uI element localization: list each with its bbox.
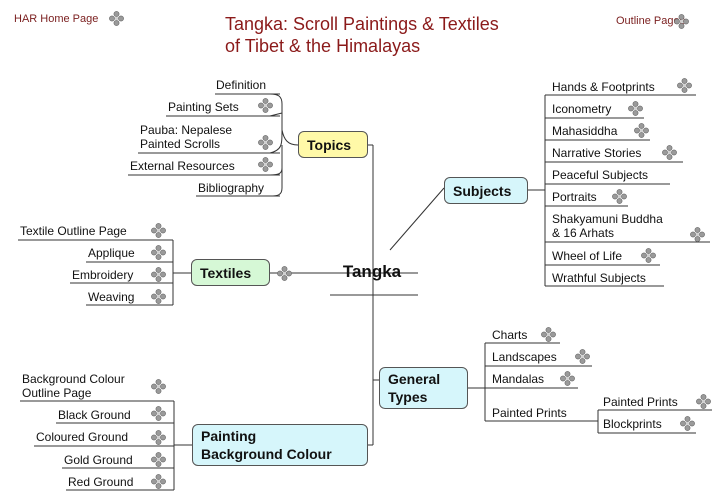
title-line-2: of Tibet & the Himalayas xyxy=(225,36,421,56)
topic-bibliography[interactable]: Bibliography xyxy=(198,181,265,195)
topics-label: Topics xyxy=(307,136,352,153)
expand-link-icon[interactable] xyxy=(151,379,166,394)
subject-wrathful[interactable]: Wrathful Subjects xyxy=(552,271,646,285)
expand-link-icon[interactable] xyxy=(696,394,711,409)
expand-link-icon[interactable] xyxy=(680,416,695,431)
bg-outline-line2[interactable]: Outline Page xyxy=(22,386,92,400)
type-blockprints[interactable]: Blockprints xyxy=(603,417,662,431)
type-painted-prints-sub[interactable]: Painted Prints xyxy=(603,395,678,409)
outline-pages-link[interactable]: Outline Pages xyxy=(616,15,686,27)
expand-link-icon[interactable] xyxy=(151,245,166,260)
subject-mahasiddha[interactable]: Mahasiddha xyxy=(552,124,618,138)
type-charts[interactable]: Charts xyxy=(492,328,528,342)
subject-narrative-stories[interactable]: Narrative Stories xyxy=(552,146,642,160)
bg-outline-line1[interactable]: Background Colour xyxy=(22,372,125,386)
expand-link-icon[interactable] xyxy=(277,266,292,281)
topic-external-resources[interactable]: External Resources xyxy=(130,159,235,173)
subject-shakyamuni-line1[interactable]: Shakyamuni Buddha xyxy=(552,212,663,226)
expand-link-icon[interactable] xyxy=(258,98,273,113)
expand-link-icon[interactable] xyxy=(641,248,656,263)
bg-gold-ground[interactable]: Gold Ground xyxy=(64,453,133,467)
expand-link-icon[interactable] xyxy=(151,452,166,467)
expand-link-icon[interactable] xyxy=(541,327,556,342)
expand-link-icon[interactable] xyxy=(575,349,590,364)
expand-link-icon[interactable] xyxy=(151,474,166,489)
subjects-node[interactable]: Subjects xyxy=(444,177,528,204)
type-landscapes[interactable]: Landscapes xyxy=(492,350,557,364)
bg-black-ground[interactable]: Black Ground xyxy=(58,408,131,422)
expand-link-icon[interactable] xyxy=(258,157,273,172)
title-line-1: Tangka: Scroll Paintings & Textiles xyxy=(225,14,499,34)
background-label-1: Painting xyxy=(201,428,257,444)
type-mandalas[interactable]: Mandalas xyxy=(492,372,545,386)
bg-coloured-ground[interactable]: Coloured Ground xyxy=(36,430,129,444)
topic-painting-sets[interactable]: Painting Sets xyxy=(168,100,239,114)
bg-red-ground[interactable]: Red Ground xyxy=(68,475,134,489)
general-types-label-1: General xyxy=(388,371,441,387)
topics-node[interactable]: Topics xyxy=(298,131,368,158)
textile-outline-page[interactable]: Textile Outline Page xyxy=(20,224,127,238)
expand-link-icon[interactable] xyxy=(151,289,166,304)
subject-peaceful[interactable]: Peaceful Subjects xyxy=(552,168,649,182)
type-painted-prints[interactable]: Painted Prints xyxy=(492,406,567,420)
subject-iconometry[interactable]: Iconometry xyxy=(552,102,612,116)
page-title: Tangka: Scroll Paintings & Textiles of T… xyxy=(225,13,499,57)
subject-shakyamuni-line2[interactable]: & 16 Arhats xyxy=(552,226,615,240)
textile-embroidery[interactable]: Embroidery xyxy=(72,268,134,282)
expand-link-icon[interactable] xyxy=(634,123,649,138)
topic-pauba-line2[interactable]: Painted Scrolls xyxy=(140,137,221,151)
textiles-node[interactable]: Textiles xyxy=(191,259,270,286)
textile-applique[interactable]: Applique xyxy=(88,246,135,260)
expand-link-icon[interactable] xyxy=(560,371,575,386)
har-home-link[interactable]: HAR Home Page xyxy=(14,13,99,25)
subject-hands-footprints[interactable]: Hands & Footprints xyxy=(552,80,655,94)
center-node-tangka[interactable]: Tangka xyxy=(342,262,402,281)
topic-pauba-line1[interactable]: Pauba: Nepalese xyxy=(140,123,233,137)
textile-weaving[interactable]: Weaving xyxy=(88,290,135,304)
subjects-label: Subjects xyxy=(453,182,512,199)
subject-portraits[interactable]: Portraits xyxy=(552,190,597,204)
expand-link-icon[interactable] xyxy=(677,78,692,93)
textiles-label: Textiles xyxy=(200,264,252,281)
expand-link-icon[interactable] xyxy=(151,406,166,421)
background-label-2: Background Colour xyxy=(201,446,332,462)
expand-link-icon[interactable] xyxy=(690,227,705,242)
expand-link-icon[interactable] xyxy=(109,11,124,26)
subject-wheel-of-life[interactable]: Wheel of Life xyxy=(552,249,623,263)
general-types-label-2: Types xyxy=(388,389,428,405)
expand-link-icon[interactable] xyxy=(612,189,627,204)
expand-link-icon[interactable] xyxy=(662,145,677,160)
expand-link-icon[interactable] xyxy=(151,430,166,445)
expand-link-icon[interactable] xyxy=(258,135,273,150)
expand-link-icon[interactable] xyxy=(674,14,689,29)
expand-link-icon[interactable] xyxy=(628,101,643,116)
topic-definition[interactable]: Definition xyxy=(216,78,267,92)
expand-link-icon[interactable] xyxy=(151,223,166,238)
expand-link-icon[interactable] xyxy=(151,267,166,282)
